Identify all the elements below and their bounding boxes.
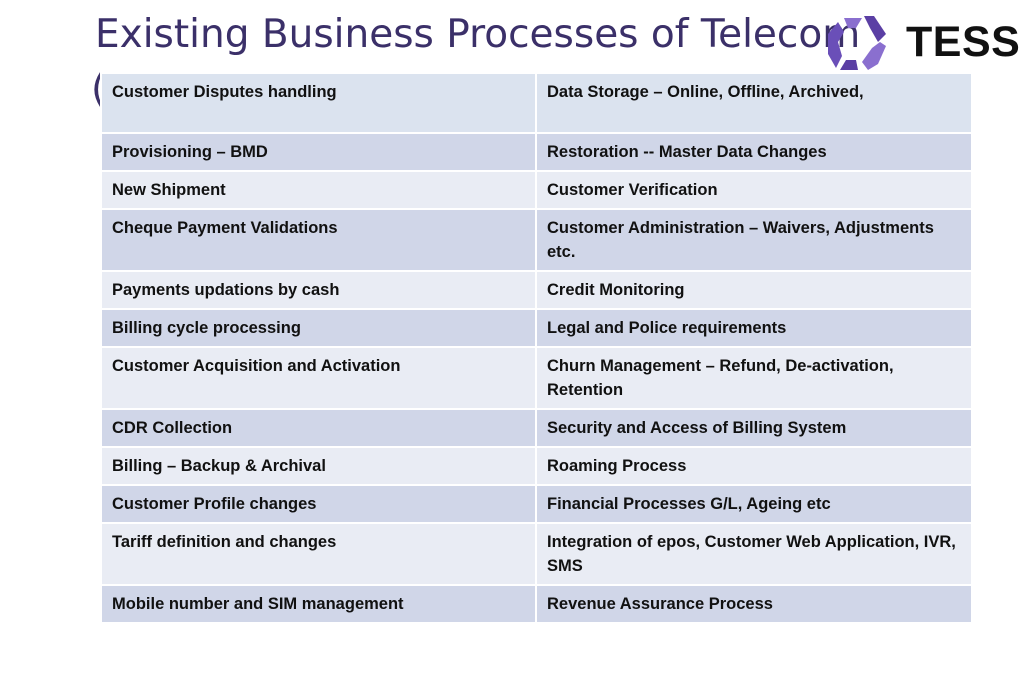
tess-logo-text: TESS: [906, 18, 1021, 66]
table-cell-right: Customer Administration – Waivers, Adjus…: [535, 208, 973, 272]
table-cell-left: Billing – Backup & Archival: [100, 446, 537, 486]
table-cell-left: Provisioning – BMD: [100, 132, 537, 172]
table-cell-right: Data Storage – Online, Offline, Archived…: [535, 72, 973, 134]
table-cell-right: Churn Management – Refund, De-activation…: [535, 346, 973, 410]
table-cell-left: Customer Disputes handling: [100, 72, 537, 134]
table-cell-left: Cheque Payment Validations: [100, 208, 537, 272]
table-row: Billing – Backup & Archival Roaming Proc…: [100, 446, 973, 486]
table-row: Customer Profile changes Financial Proce…: [100, 484, 973, 524]
table-row: Cheque Payment Validations Customer Admi…: [100, 208, 973, 272]
table-cell-right: Legal and Police requirements: [535, 308, 973, 348]
tess-logo: TESS: [822, 12, 1021, 72]
table-row: Payments updations by cash Credit Monito…: [100, 270, 973, 310]
table-row: CDR Collection Security and Access of Bi…: [100, 408, 973, 448]
table-cell-right: Security and Access of Billing System: [535, 408, 973, 448]
table-cell-left: New Shipment: [100, 170, 537, 210]
table-row: Billing cycle processing Legal and Polic…: [100, 308, 973, 348]
table-row: Mobile number and SIM management Revenue…: [100, 584, 973, 624]
tess-logo-icon: [828, 16, 886, 70]
table-cell-right: Customer Verification: [535, 170, 973, 210]
table-cell-left: Billing cycle processing: [100, 308, 537, 348]
table-cell-left: Mobile number and SIM management: [100, 584, 537, 624]
table-row: Provisioning – BMD Restoration -- Master…: [100, 132, 973, 172]
table-cell-right: Roaming Process: [535, 446, 973, 486]
table-cell-right: Restoration -- Master Data Changes: [535, 132, 973, 172]
table-cell-right: Integration of epos, Customer Web Applic…: [535, 522, 973, 586]
slide-title: Existing Business Processes of Telecom: [95, 12, 861, 57]
table-row: New Shipment Customer Verification: [100, 170, 973, 210]
table-cell-right: Revenue Assurance Process: [535, 584, 973, 624]
table-cell-right: Credit Monitoring: [535, 270, 973, 310]
table-cell-left: Tariff definition and changes: [100, 522, 537, 586]
table-row: Tariff definition and changes Integratio…: [100, 522, 973, 586]
business-processes-table: Customer Disputes handling Data Storage …: [100, 72, 973, 624]
table-cell-left: Customer Profile changes: [100, 484, 537, 524]
table-cell-left: CDR Collection: [100, 408, 537, 448]
table-cell-left: Customer Acquisition and Activation: [100, 346, 537, 410]
table-cell-left: Payments updations by cash: [100, 270, 537, 310]
table-row: Customer Acquisition and Activation Chur…: [100, 346, 973, 410]
table-row: Customer Disputes handling Data Storage …: [100, 72, 973, 134]
table-cell-right: Financial Processes G/L, Ageing etc: [535, 484, 973, 524]
